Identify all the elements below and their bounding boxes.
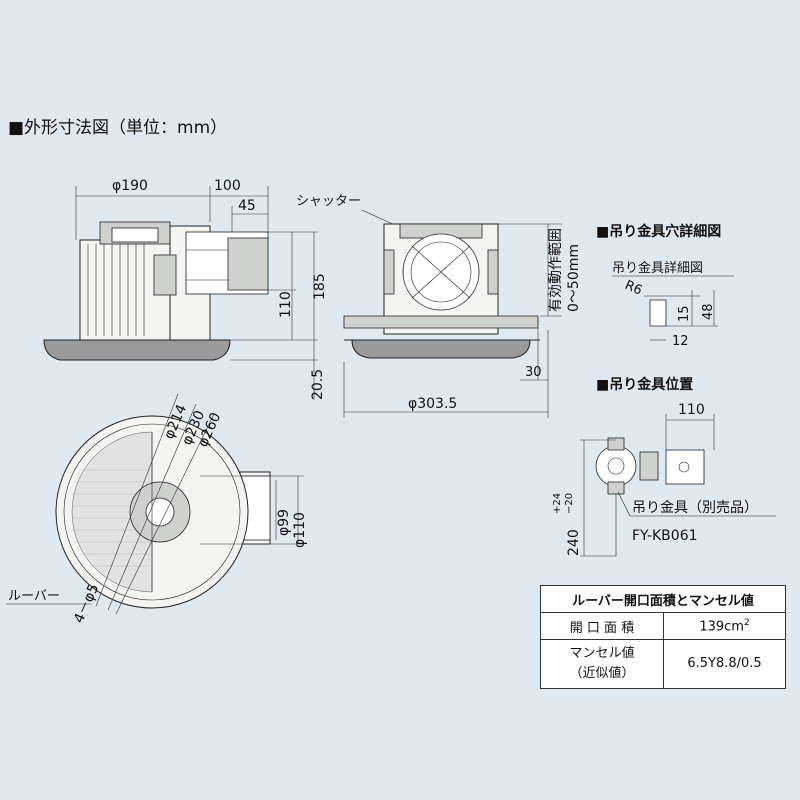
front-dim-20-5: 20.5 (310, 369, 326, 400)
munsell-value: 6.5Y8.8/0.5 (663, 639, 786, 689)
front-view: φ190 100 45 185 110 20.5 (43, 178, 328, 400)
bottom-dim-110: φ110 (292, 512, 308, 548)
hanger-hole-detail: ■吊り金具穴詳細図 吊り金具詳細図 R6 15 48 12 (596, 223, 734, 349)
spec-table-header: ルーバー開口面積とマンセル値 (540, 585, 786, 613)
hanger-position: ■吊り金具位置 110 240 +24 −20 吊り金具（別売品） FY-KB0… (552, 376, 776, 557)
spec-table: ルーバー開口面積とマンセル値 開 口 面 積 139cm2 マンセル値（近似値）… (540, 585, 786, 689)
bottom-view: φ99 φ110 φ214 φ230 φ260 ルーバー 4－φ5 (6, 393, 308, 626)
drawing-title: ■外形寸法図（単位：mm） (8, 118, 227, 138)
hanger-tol-plus: +24 (552, 493, 563, 514)
hanger-part-label: 吊り金具（別売品） (632, 500, 758, 516)
front-dim-45: 45 (238, 198, 256, 214)
hanger-detail-subtitle: 吊り金具詳細図 (612, 260, 703, 276)
hanger-detail-title: ■吊り金具穴詳細図 (596, 223, 721, 240)
hanger-dim-48: 48 (701, 303, 716, 320)
opening-area-label: 開 口 面 積 (540, 612, 664, 640)
hanger-dim-15: 15 (677, 305, 692, 322)
hanger-dim-110: 110 (678, 402, 705, 418)
side-view: シャッター 有効動作範囲 0～50mm 30 φ303.5 (296, 194, 582, 418)
hanger-position-title: ■吊り金具位置 (596, 376, 693, 393)
front-dim-100: 100 (214, 178, 241, 194)
range-label-1: 有効動作範囲 (547, 228, 564, 312)
bottom-dim-99: φ99 (276, 509, 292, 536)
opening-area-value: 139cm2 (663, 612, 786, 640)
front-dim-110: 110 (278, 291, 294, 318)
hanger-tol-minus: −20 (564, 493, 575, 514)
range-label-2: 0～50mm (566, 244, 582, 312)
hanger-part-number: FY-KB061 (632, 528, 698, 544)
hanger-dim-12: 12 (672, 334, 689, 349)
shutter-label: シャッター (296, 194, 361, 209)
hanger-dim-r6: R6 (622, 278, 644, 299)
munsell-label: マンセル値（近似値） (540, 639, 664, 689)
side-dim-30: 30 (525, 365, 542, 380)
louver-label: ルーバー (8, 589, 60, 604)
front-dim-185: 185 (312, 273, 328, 300)
hole-label: 4－φ5 (71, 582, 102, 626)
side-dim-diameter: φ303.5 (408, 396, 457, 412)
front-dim-diameter: φ190 (112, 178, 148, 194)
hanger-dim-240: 240 (566, 529, 582, 556)
